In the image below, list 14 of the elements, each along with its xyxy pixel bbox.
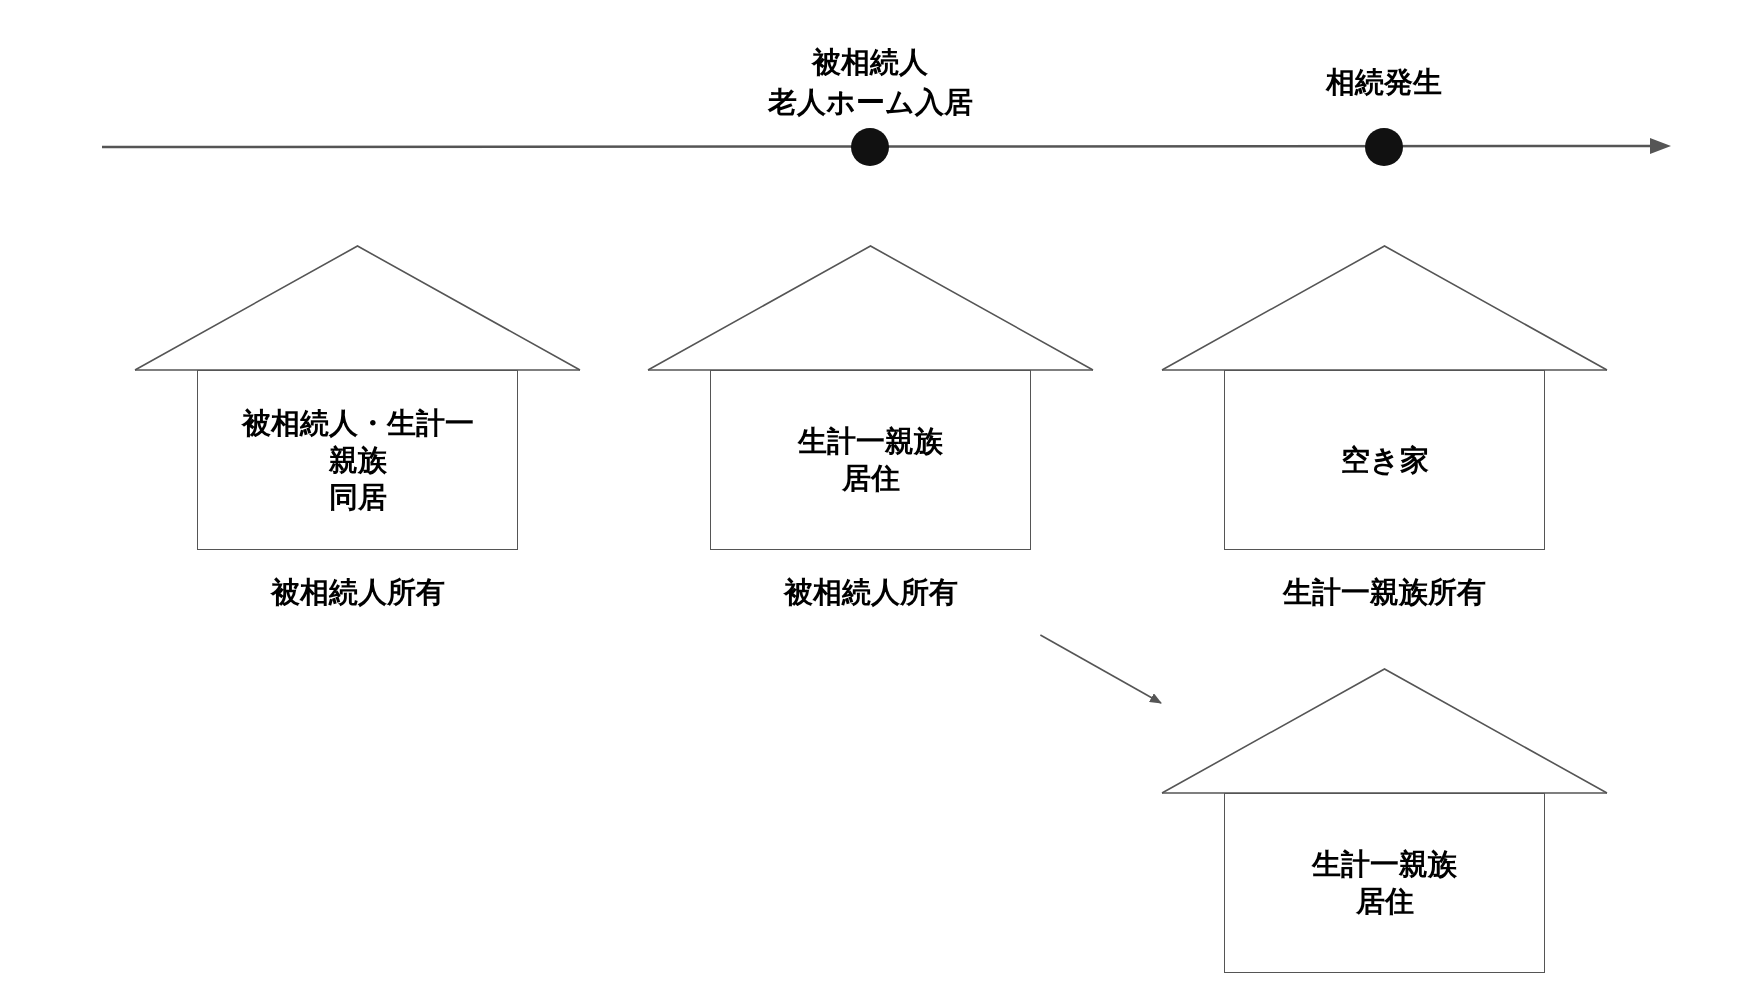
house-text: 空き家 [1339, 442, 1430, 478]
ownership-label: 被相続人所有 [782, 575, 959, 610]
ownership-label: 生計一親族所有 [1281, 575, 1487, 610]
timeline-label: 相続発生 [1326, 65, 1442, 100]
house-text: 生計一親族 [1310, 847, 1458, 882]
timeline-label: 被相続人 [812, 45, 928, 80]
house-text: 被相続人・生計一親族 [240, 405, 475, 478]
house-text: 同居 [327, 479, 388, 515]
arrow [1039, 634, 1162, 704]
house-text: 生計一親族 [796, 424, 944, 459]
ownership-label: 被相続人所有 [269, 575, 446, 610]
timeline-label: 老人ホーム入居 [767, 85, 973, 120]
house-text: 居住 [1354, 884, 1415, 919]
house-text: 居住 [840, 461, 901, 496]
